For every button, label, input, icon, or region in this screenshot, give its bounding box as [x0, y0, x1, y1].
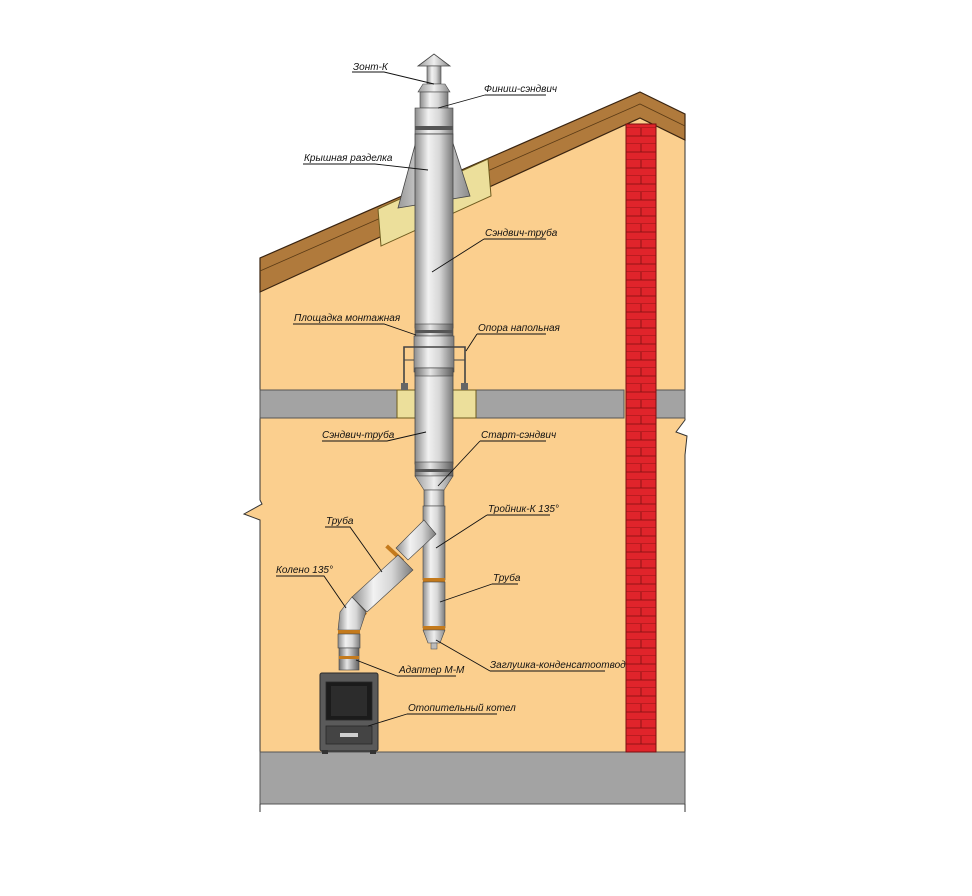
label-adapter: Адаптер М-М [398, 665, 465, 676]
sandwich-pipe-upper [414, 133, 454, 329]
label-boiler: Отопительный котел [408, 703, 516, 714]
label-sandwich-pipe-middle: Сэндвич-труба [322, 429, 395, 441]
label-condensate-cap: Заглушка-конденсатоотвод [490, 660, 626, 671]
label-elbow: Колено 135° [276, 565, 333, 576]
label-pipe-left: Труба [326, 515, 354, 527]
label-pipe-right: Труба [493, 572, 521, 584]
floor-slab-right [655, 389, 686, 419]
brick-chimney [625, 123, 657, 753]
condensate-nozzle [430, 642, 438, 650]
label-zont: Зонт-К [353, 62, 389, 73]
pipe-ring-right [423, 578, 445, 582]
tee-135 [395, 505, 446, 581]
sandwich-ring [414, 367, 454, 377]
mounting-platform [401, 323, 468, 390]
leader-lines [276, 71, 605, 727]
heating-boiler [319, 672, 379, 754]
pipe-lower [337, 633, 361, 649]
house-wall [242, 99, 688, 753]
pipe-left-diagonal [351, 554, 414, 613]
label-floor-support: Опора напольная [478, 323, 561, 334]
ground-slab [259, 751, 686, 805]
label-tee: Тройник-К 135° [488, 504, 559, 515]
condensate-cap [422, 629, 446, 644]
sandwich-pipe-middle [414, 367, 454, 465]
pipe-lower-ring [338, 630, 360, 634]
umbrella-cap [416, 53, 452, 93]
label-mounting-platform: Площадка монтажная [294, 313, 401, 324]
pipe-right [422, 581, 446, 629]
label-finish-sandwich: Финиш-сэндвич [484, 84, 557, 95]
label-roof-cut: Крышная разделка [304, 153, 393, 164]
adapter-ring [339, 656, 359, 659]
finish-sandwich [414, 91, 454, 135]
label-start-sandwich: Старт-сэндвич [481, 430, 556, 441]
label-sandwich-pipe-upper: Сэндвич-труба [485, 227, 558, 239]
pipe-ring-right-lower [423, 626, 445, 630]
